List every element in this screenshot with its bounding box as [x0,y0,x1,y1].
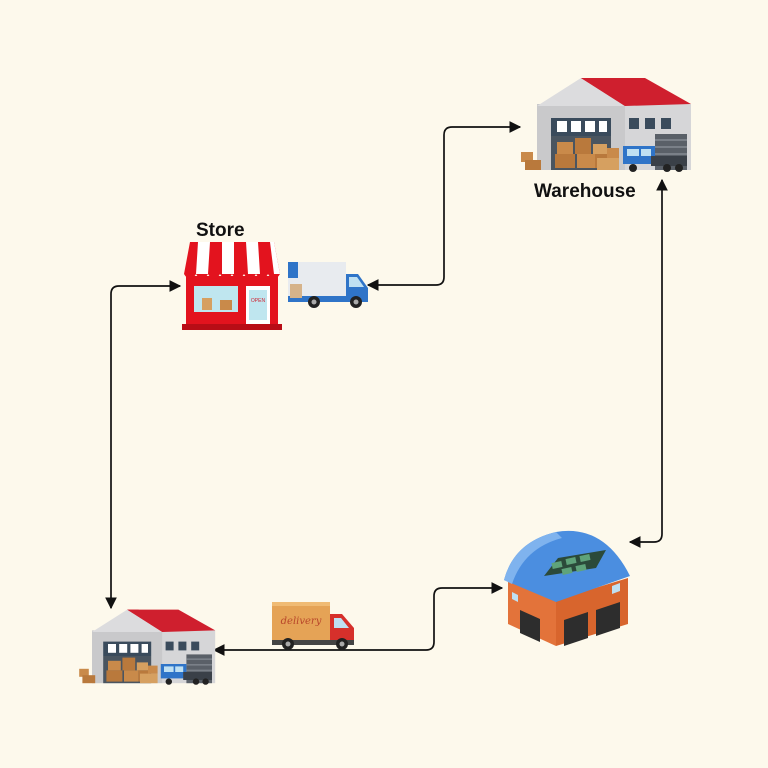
connector-warehouse-store [366,121,522,291]
truck-delivery-text: delivery [281,616,322,627]
warehouse-icon [520,77,692,173]
store-label: Store [196,220,245,241]
factory-icon [504,530,630,646]
connector-warehouse-factory [628,178,668,548]
warehouse-icon [78,608,216,686]
connector-factory-distribution [212,582,504,656]
van-icon [288,262,368,308]
delivery-truck-icon: delivery [272,602,354,650]
warehouse-label: Warehouse [534,181,636,202]
store-sign: OPEN [251,298,266,304]
store-icon: OPEN [182,242,282,330]
connector-distribution-store [105,280,182,610]
